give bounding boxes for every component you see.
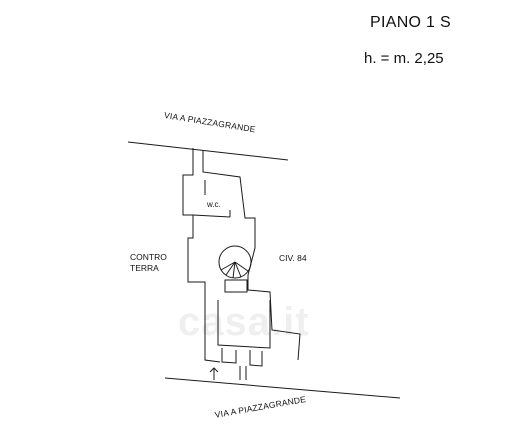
spiral-stair [218,245,252,279]
stair-tread [225,261,236,276]
street-edge-top [127,141,289,161]
wall-left-outer [182,148,221,363]
lower-room [217,300,271,349]
stair-tread [234,261,242,278]
entry-arrow [209,367,219,373]
wall-right-outer [202,150,301,361]
landing-box [224,279,248,293]
entry-step [221,348,237,364]
stair-tread [234,261,249,272]
entry-step [249,350,263,367]
side-label-civ: CIV. 84 [279,253,307,263]
watermark: casa.it [178,300,310,344]
room-label-wc: w.c. [207,200,221,209]
stair-tread [232,261,236,279]
plan-title: PIANO 1 S [370,14,451,31]
ceiling-height: h. = m. 2,25 [364,50,444,67]
side-label-contro-terra: CONTRO TERRA [130,252,167,273]
stair-tread [220,261,236,271]
street-edge-bottom [164,377,401,399]
wc-partition [192,214,231,218]
